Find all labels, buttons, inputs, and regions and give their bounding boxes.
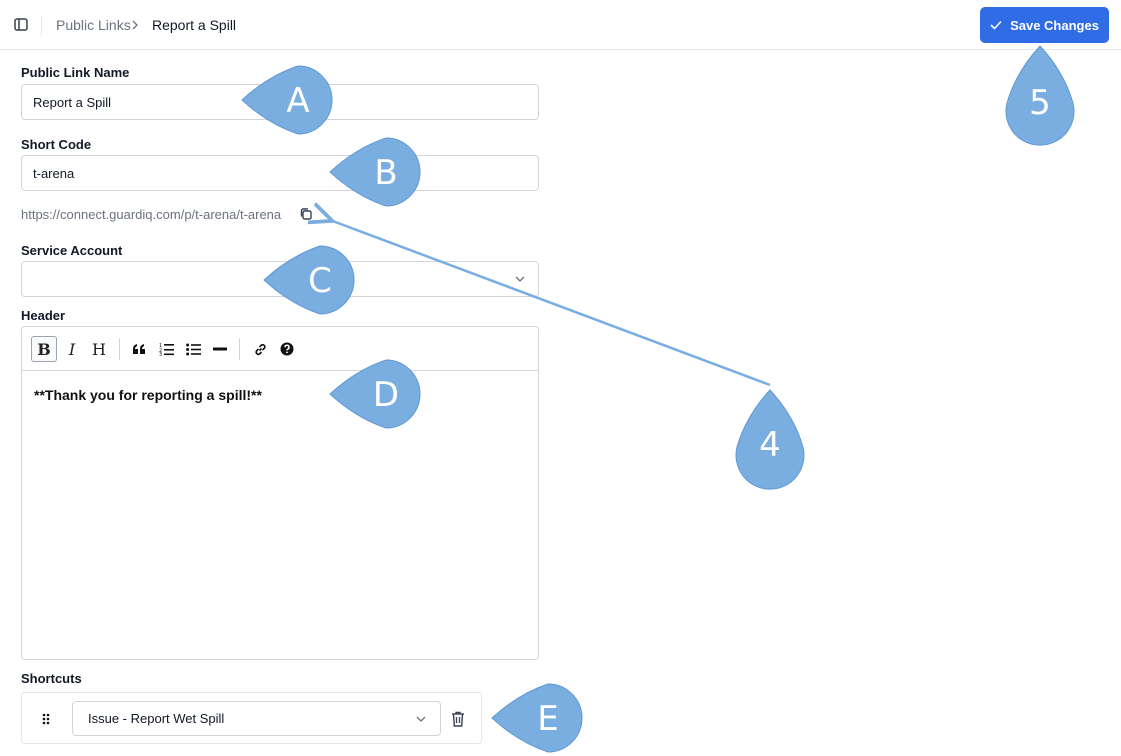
callout-label-b: B [374, 153, 398, 193]
breadcrumb-public-links[interactable]: Public Links [56, 17, 131, 33]
public-link-name-value: Report a Spill [33, 94, 112, 110]
horizontal-rule-icon[interactable] [207, 336, 233, 362]
trash-icon[interactable] [450, 710, 466, 728]
bold-icon[interactable]: B [31, 336, 57, 362]
quote-icon[interactable] [126, 336, 152, 362]
top-bar: Public Links Report a Spill Save Changes [0, 0, 1121, 50]
chevron-down-icon [515, 276, 525, 282]
heading-icon[interactable]: H [92, 339, 106, 359]
callout-label-c: C [308, 261, 332, 301]
callout-label-d: D [372, 375, 400, 415]
toolbar-divider [41, 15, 42, 35]
callout-label-e: E [537, 699, 559, 739]
svg-text:2: 2 [159, 348, 162, 354]
svg-text:1: 1 [159, 343, 162, 349]
callout-label-4: 4 [759, 425, 781, 465]
ordered-list-icon[interactable]: 1 2 3 [153, 336, 179, 362]
short-code-label: Short Code [21, 137, 92, 152]
unordered-list-icon[interactable] [180, 336, 206, 362]
header-label: Header [21, 308, 66, 323]
short-code-input[interactable]: t-arena [21, 155, 539, 191]
save-changes-label: Save Changes [1010, 17, 1099, 33]
chevron-down-icon [416, 716, 426, 722]
public-link-name-label: Public Link Name [21, 65, 130, 80]
copy-icon[interactable] [298, 206, 314, 222]
editor-toolbar: B I H 1 2 3 [22, 327, 538, 371]
shortcuts-label: Shortcuts [21, 671, 82, 686]
short-code-value: t-arena [33, 165, 75, 181]
toolbar-separator [239, 338, 240, 360]
check-icon [990, 20, 1002, 30]
service-account-label: Service Account [21, 243, 123, 258]
callout-label-5: 5 [1029, 83, 1051, 123]
chevron-right-icon [132, 20, 138, 30]
breadcrumb-current: Report a Spill [152, 17, 237, 33]
help-icon[interactable] [274, 336, 300, 362]
callout-label-a: A [286, 81, 310, 121]
sidebar-toggle-icon[interactable] [10, 15, 32, 35]
header-editor-content: **Thank you for reporting a spill!** [34, 387, 262, 403]
drag-handle-icon[interactable] [41, 711, 51, 727]
shortcut-select[interactable]: Issue - Report Wet Spill [72, 701, 441, 736]
public-url-text: https://connect.guardiq.com/p/t-arena/t-… [21, 207, 282, 222]
toolbar-separator [119, 338, 120, 360]
service-account-select[interactable] [21, 261, 539, 297]
header-editor[interactable]: B I H 1 2 3 [21, 326, 539, 660]
italic-icon[interactable]: I [68, 339, 76, 359]
link-icon[interactable] [247, 336, 273, 362]
svg-text:3: 3 [159, 352, 162, 356]
save-changes-button[interactable]: Save Changes [980, 7, 1109, 43]
shortcut-select-value: Issue - Report Wet Spill [88, 711, 225, 726]
shortcut-row: Issue - Report Wet Spill [21, 692, 482, 744]
